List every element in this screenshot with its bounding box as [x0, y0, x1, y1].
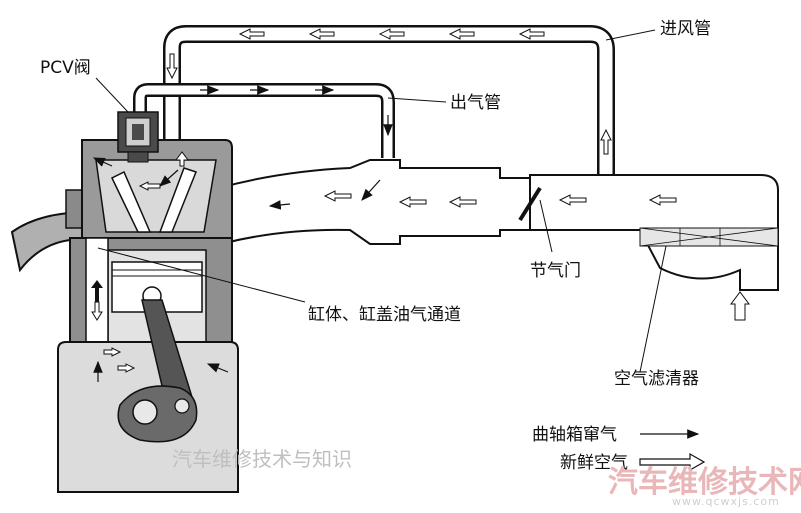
label-throttle: 节气门: [530, 261, 581, 281]
watermark-center: 汽车维修技术与知识: [172, 447, 352, 471]
label-pcv-valve: PCV阀: [40, 58, 91, 78]
label-passage: 缸体、缸盖油气通道: [308, 304, 461, 325]
watermark-brand: 汽车维修技术网: [608, 465, 801, 500]
label-air-filter: 空气滤清器: [614, 369, 699, 389]
cylinder-block: [69, 237, 233, 349]
pcv-valve: [117, 111, 159, 163]
crankcase: [57, 299, 239, 493]
intake-manifold: [178, 159, 542, 252]
cylinder-head: [81, 139, 233, 239]
watermark-url: www.qcwxjs.com: [672, 495, 780, 508]
legend-blowby-label: 曲轴箱窜气: [532, 425, 617, 445]
legend-fresh-air-arrow: [639, 452, 706, 472]
intake-pipe: [163, 25, 615, 175]
label-intake-pipe: 进风管: [660, 19, 711, 39]
legend: 曲轴箱窜气 新鲜空气: [532, 425, 706, 473]
label-outlet-pipe: 出气管: [450, 93, 501, 113]
air-filter-housing: [529, 174, 779, 321]
outlet-pipe: [133, 83, 395, 158]
leader-lines: [95, 29, 667, 373]
legend-fresh-air-label: 新鲜空气: [560, 453, 628, 473]
